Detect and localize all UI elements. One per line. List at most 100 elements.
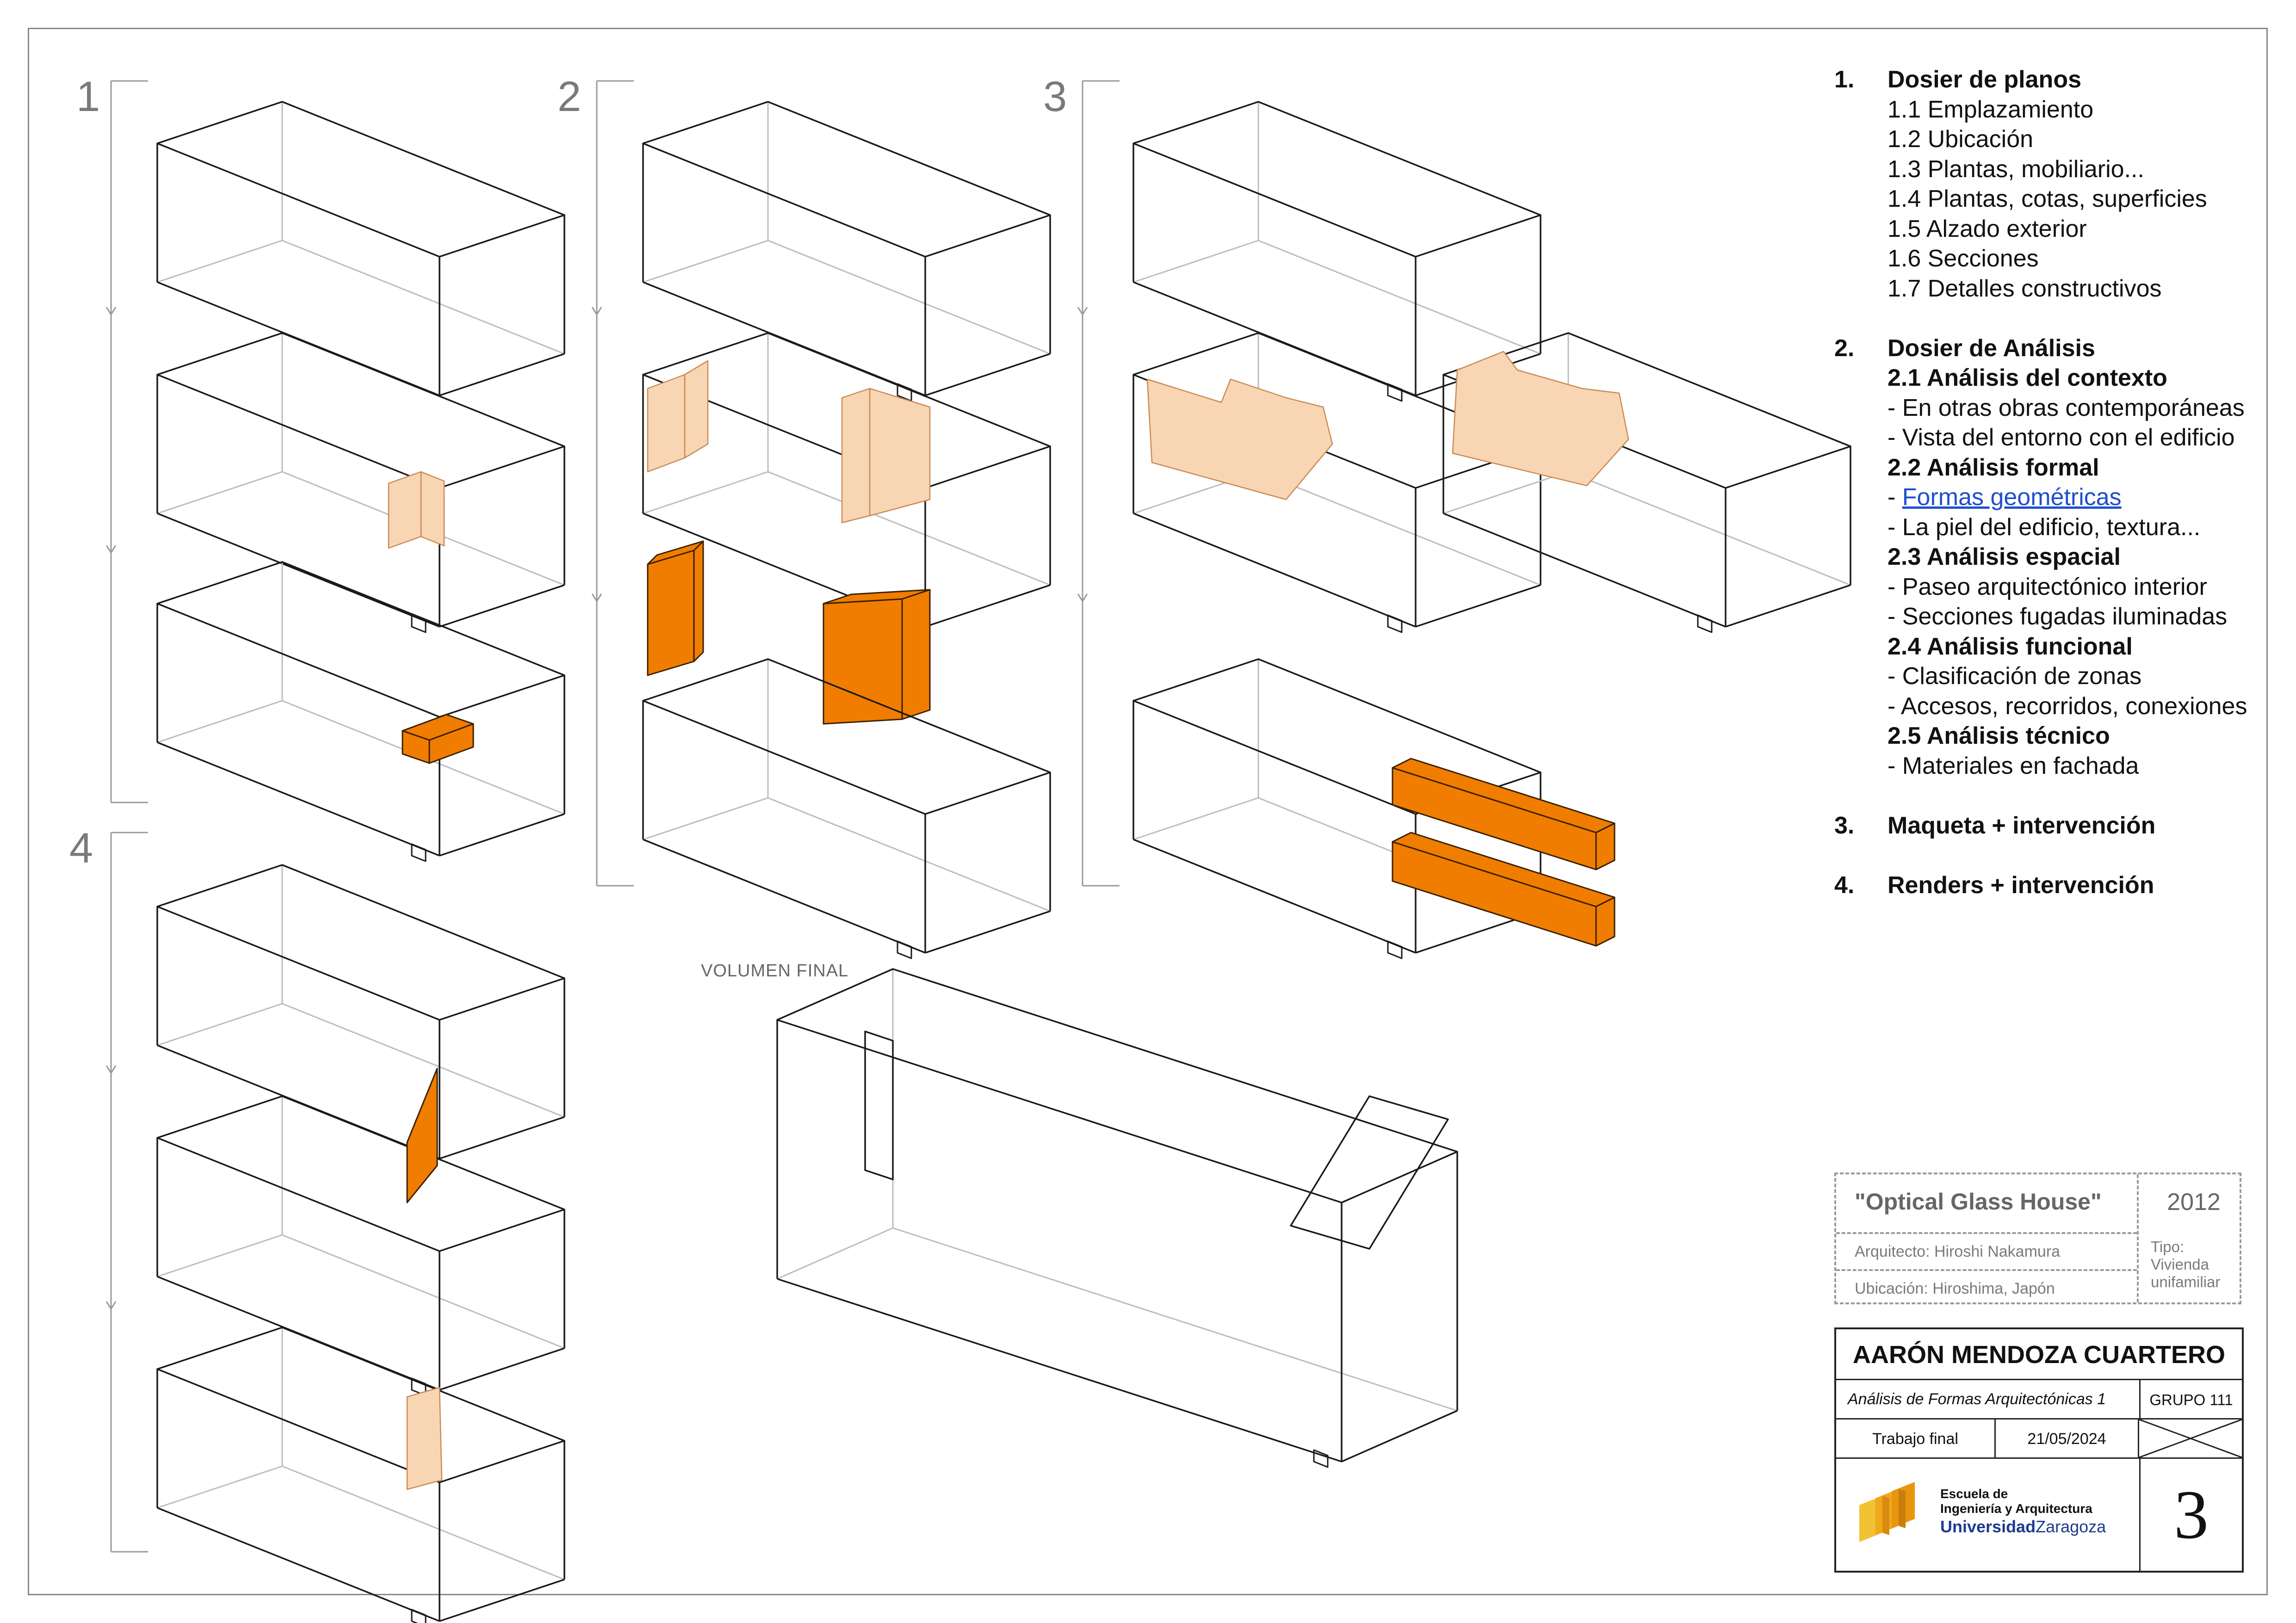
section-number: 2.	[1834, 334, 1855, 362]
hidden-edge	[157, 700, 283, 743]
box-edge	[439, 353, 565, 396]
index-item: - Formas geométricas	[1888, 484, 2122, 511]
hidden-edge	[1258, 471, 1541, 586]
hidden-edge	[157, 1234, 283, 1277]
box-edge	[1133, 512, 1416, 628]
step-number-3: 3	[1043, 73, 1067, 120]
hidden-edge	[1133, 240, 1259, 283]
subject-row: Análisis de Formas Arquitectónicas 1 GRU…	[1836, 1380, 2242, 1419]
university-logo-icon	[1859, 1482, 1915, 1542]
ghost-volume	[869, 388, 931, 517]
box-top	[776, 968, 1458, 1203]
step-number-1: 1	[76, 73, 100, 120]
box-edge	[157, 741, 440, 857]
project-title: "Optical Glass House"	[1855, 1189, 2102, 1215]
school-name-line1: Escuela de	[1940, 1487, 2008, 1501]
index-item: 1.6 Secciones	[1888, 245, 2039, 272]
author-name: AARÓN MENDOZA CUARTERO	[1836, 1329, 2242, 1380]
box-notch	[1387, 614, 1403, 633]
university-name: UniversidadZaragoza	[1940, 1517, 2106, 1536]
index-subsection: 2.5 Análisis técnico	[1888, 722, 2110, 749]
flow-arrow	[591, 307, 602, 316]
solid-volume	[647, 549, 695, 676]
box-edge	[157, 1507, 440, 1622]
hidden-edge	[282, 1465, 565, 1580]
section-title: Dosier de Análisis	[1888, 334, 2095, 362]
hidden-edge	[157, 471, 283, 514]
divider	[2137, 1174, 2139, 1302]
section-number: 3.	[1834, 812, 1855, 839]
box-top	[156, 864, 565, 1021]
ghost-volume	[420, 471, 445, 547]
section-title: Renders + intervención	[1888, 871, 2154, 899]
ghost-volume	[841, 388, 871, 524]
index-item: - La piel del edificio, textura...	[1888, 513, 2201, 541]
hidden-edge	[157, 1003, 283, 1046]
index-item: 1.1 Emplazamiento	[1888, 96, 2094, 123]
section-number: 1.	[1834, 66, 1855, 93]
box-notch	[1313, 1449, 1329, 1468]
index-section: 2. Dosier de Análisis	[1834, 333, 2274, 364]
index-item: - Materiales en fachada	[1888, 752, 2139, 779]
box-top	[642, 101, 1051, 258]
box-notch	[411, 614, 427, 633]
work-row: Trabajo final 21/05/2024	[1836, 1419, 2242, 1459]
hidden-edge	[282, 240, 565, 355]
index-link[interactable]: Formas geométricas	[1902, 484, 2122, 511]
solid-volume	[402, 714, 474, 741]
index-item: 1.4 Plantas, cotas, superficies	[1888, 185, 2207, 212]
ghost-volume	[684, 360, 709, 459]
flow-arrow	[591, 593, 602, 603]
index-item: - Clasificación de zonas	[1888, 663, 2142, 690]
divider	[1836, 1269, 2137, 1271]
subject-name: Análisis de Formas Arquitectónicas 1	[1848, 1390, 2106, 1408]
empty-cross-cell	[2139, 1419, 2242, 1457]
flow-arrow	[105, 307, 117, 316]
project-type: Tipo: Vivienda unifamiliar	[2151, 1238, 2221, 1290]
index-item: - Vista del entorno con el edificio	[1888, 424, 2235, 451]
index-item: 1.7 Detalles constructivos	[1888, 275, 2162, 302]
box-notch	[411, 843, 427, 862]
sheet-frame	[28, 28, 2268, 1595]
work-type: Trabajo final	[1836, 1419, 1996, 1459]
project-architect: Arquitecto: Hiroshi Nakamura	[1855, 1243, 2061, 1260]
index-subsection: 2.2 Análisis formal	[1888, 454, 2099, 481]
hidden-edge	[892, 1227, 1458, 1412]
final-volume-label: VOLUMEN FINAL	[701, 961, 849, 981]
ghost-volume	[388, 471, 422, 549]
index-item: 1.3 Plantas, mobiliario...	[1888, 155, 2144, 183]
box-top	[156, 1327, 565, 1483]
index-subsection: 2.1 Análisis del contexto	[1888, 364, 2167, 391]
hidden-edge	[157, 1465, 283, 1509]
index-item: - Paseo arquitectónico interior	[1888, 573, 2207, 600]
solid-volume	[693, 540, 704, 662]
sheet-number: 3	[2139, 1459, 2242, 1571]
box-edge	[1133, 839, 1416, 954]
work-date: 21/05/2024	[1996, 1419, 2139, 1459]
divider	[1836, 1232, 2137, 1234]
index-item: - Accesos, recorridos, conexiones	[1888, 692, 2247, 720]
index-subsection: 2.4 Análisis funcional	[1888, 633, 2133, 660]
box-notch	[1387, 383, 1403, 402]
box-edge	[439, 1579, 565, 1622]
hidden-edge	[643, 471, 768, 514]
box-edge	[925, 353, 1051, 396]
flow-arrow	[105, 1301, 117, 1310]
solid-volume	[1392, 832, 1615, 907]
index-item: 1.2 Ubicación	[1888, 126, 2034, 153]
index-subsection: 2.3 Análisis espacial	[1888, 543, 2121, 570]
hidden-edge	[777, 1227, 893, 1280]
index-item: - En otras obras contemporáneas	[1888, 394, 2245, 421]
box-edge	[1725, 584, 1851, 628]
hidden-edge	[282, 1234, 565, 1349]
title-block: AARÓN MENDOZA CUARTERO Análisis de Forma…	[1834, 1327, 2244, 1573]
ghost-volume	[647, 374, 686, 473]
box-top	[1133, 101, 1541, 258]
box-top	[156, 1095, 565, 1252]
step-number-4: 4	[69, 825, 93, 872]
flow-arrow	[1077, 307, 1088, 316]
hidden-edge	[767, 471, 1051, 586]
project-info-box: "Optical Glass House" 2012 Arquitecto: H…	[1834, 1173, 2241, 1304]
